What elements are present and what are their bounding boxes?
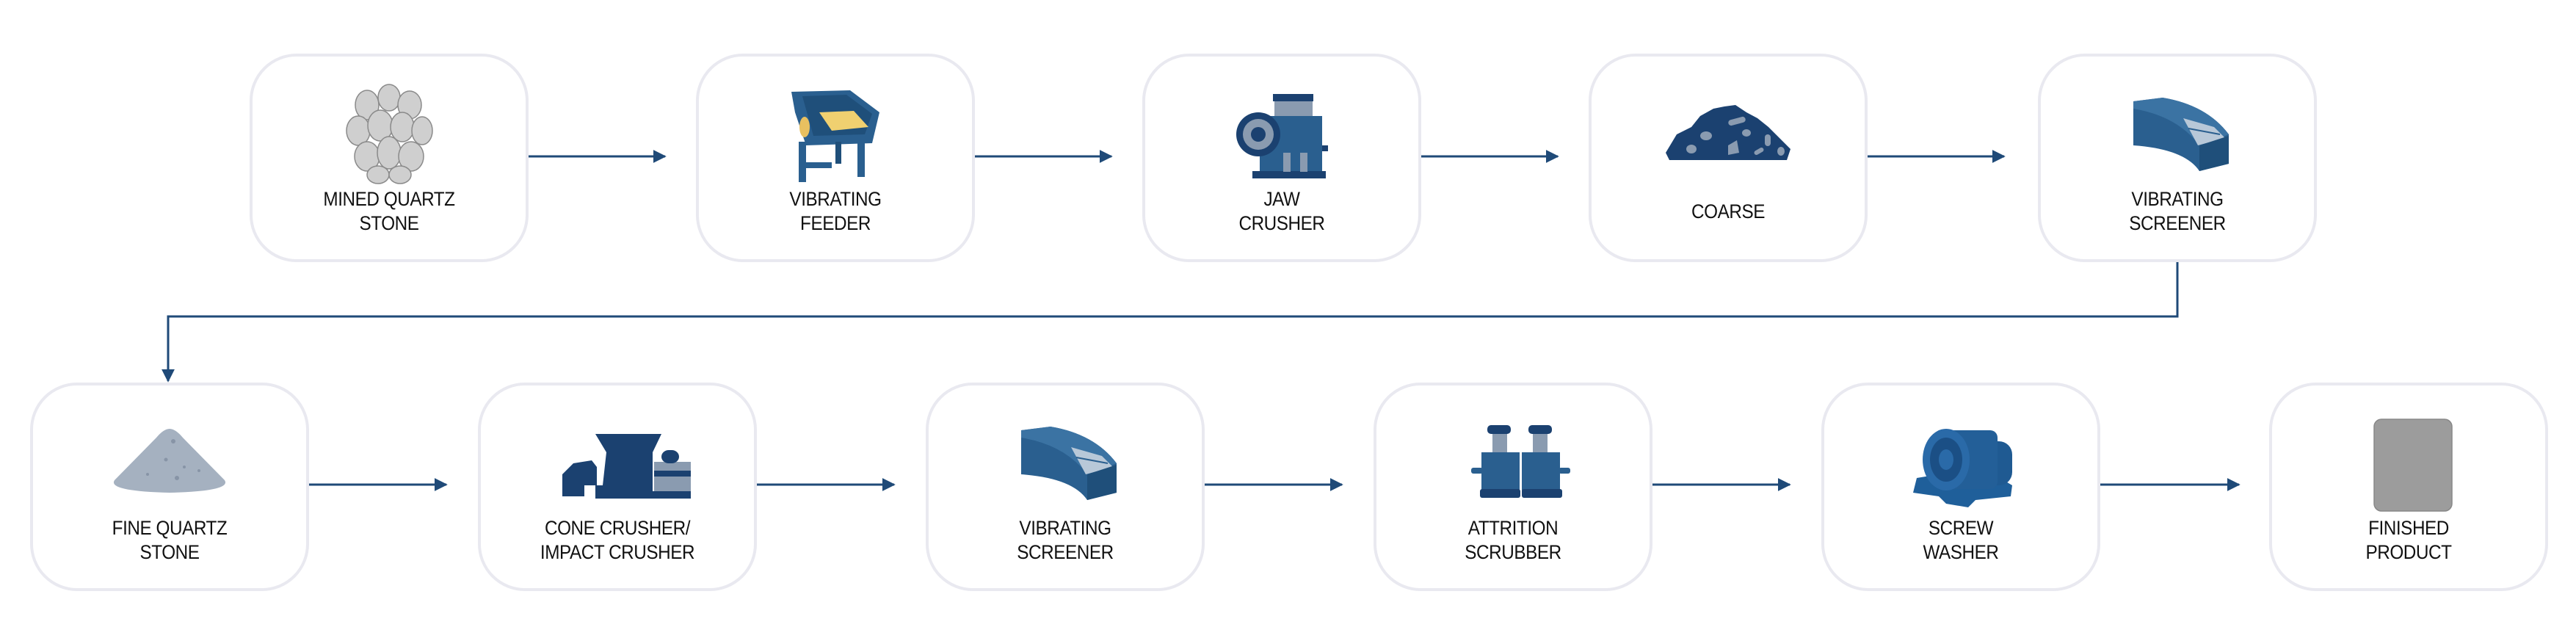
- node-coarse: COARSE: [1589, 54, 1868, 262]
- vibrating-screener-icon: [2133, 98, 2229, 171]
- label-line: SCRUBBER: [1465, 541, 1561, 563]
- label-line: ATTRITION: [1467, 517, 1559, 539]
- node-fine-quartz-stone: FINE QUARTZ STONE: [30, 383, 309, 591]
- arrow-screener-to-fine-stone: [162, 262, 2179, 383]
- node-label: VIBRATING SCREENER: [2055, 187, 2301, 236]
- node-screw-washer: SCREW WASHER: [1821, 383, 2100, 591]
- jaw-crusher-icon: [1236, 94, 1328, 178]
- cone-crusher-icon: [562, 434, 691, 499]
- label-line: CRUSHER: [1238, 212, 1325, 234]
- node-label: CONE CRUSHER/ IMPACT CRUSHER: [495, 516, 741, 565]
- label-line: CONE CRUSHER/: [544, 517, 691, 539]
- node-cone-impact-crusher: CONE CRUSHER/ IMPACT CRUSHER: [478, 383, 757, 591]
- label-line: MINED QUARTZ: [323, 188, 455, 210]
- label-line: VIBRATING: [2131, 188, 2224, 210]
- label-line: SCREENER: [2129, 212, 2226, 234]
- node-jaw-crusher: JAW CRUSHER: [1142, 54, 1421, 262]
- node-label: MINED QUARTZ STONE: [266, 187, 512, 236]
- node-label: ATTRITION SCRUBBER: [1390, 516, 1636, 565]
- node-label: FINISHED PRODUCT: [2286, 516, 2532, 565]
- label-line: IMPACT CRUSHER: [540, 541, 695, 563]
- vibrating-screener-icon: [1021, 427, 1117, 500]
- label-line: VIBRATING: [789, 188, 882, 210]
- node-vibrating-feeder: VIBRATING FEEDER: [696, 54, 975, 262]
- node-vibrating-screener-1: VIBRATING SCREENER: [2038, 54, 2317, 262]
- label-line: VIBRATING: [1019, 517, 1111, 539]
- vibrating-feeder-icon: [791, 90, 879, 182]
- label-line: FINISHED: [2368, 517, 2449, 539]
- node-label: FINE QUARTZ STONE: [47, 516, 293, 565]
- node-label: VIBRATING FEEDER: [713, 187, 959, 236]
- node-label: SCREW WASHER: [1838, 516, 2084, 565]
- screw-washer-icon: [1913, 429, 2012, 507]
- label-line: SCREW: [1928, 517, 1994, 539]
- label-line: WASHER: [1923, 541, 1999, 563]
- label-line: SCREENER: [1017, 541, 1114, 563]
- label-line: FINE QUARTZ: [112, 517, 228, 539]
- node-mined-quartz-stone: MINED QUARTZ STONE: [250, 54, 529, 262]
- node-finished-product: FINISHED PRODUCT: [2269, 383, 2548, 591]
- node-label: COARSE: [1606, 200, 1851, 224]
- rock-pile-icon: [346, 84, 433, 184]
- node-label: JAW CRUSHER: [1159, 187, 1405, 236]
- label-line: JAW: [1263, 188, 1300, 210]
- node-attrition-scrubber: ATTRITION SCRUBBER: [1374, 383, 1652, 591]
- label-line: FEEDER: [800, 212, 871, 234]
- label-line: STONE: [359, 212, 419, 234]
- node-label: VIBRATING SCREENER: [943, 516, 1189, 565]
- attrition-scrubber-icon: [1471, 425, 1570, 498]
- sand-pile-icon: [113, 429, 226, 493]
- product-block-icon: [2373, 419, 2453, 512]
- node-vibrating-screener-2: VIBRATING SCREENER: [926, 383, 1205, 591]
- label-line: PRODUCT: [2365, 541, 2452, 563]
- label-line: STONE: [139, 541, 200, 563]
- label-line: COARSE: [1691, 200, 1765, 222]
- coarse-pile-icon: [1666, 105, 1790, 160]
